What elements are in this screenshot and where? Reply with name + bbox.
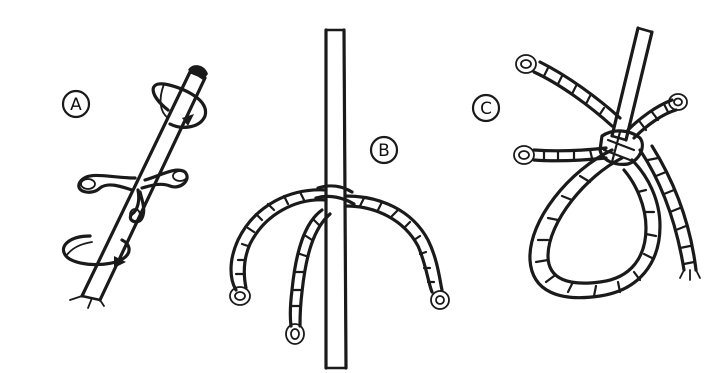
- strand-loop-left: [79, 175, 135, 192]
- label-a: A: [63, 91, 89, 117]
- strand-b-middle: [286, 210, 330, 344]
- panel-c: C: [473, 28, 700, 298]
- strand-b-right: [346, 196, 449, 309]
- label-a-text: A: [70, 95, 82, 115]
- label-b: B: [371, 137, 397, 163]
- panel-b: B: [230, 30, 449, 368]
- label-c: C: [473, 95, 499, 121]
- strand-c-upper-left: [516, 55, 620, 126]
- panel-a: A: [63, 65, 208, 308]
- rope-a-main: [70, 65, 208, 308]
- eye-loop: [530, 150, 660, 298]
- rope-c-standing: [612, 28, 652, 140]
- label-c-text: C: [480, 99, 492, 119]
- label-b-text: B: [378, 141, 390, 161]
